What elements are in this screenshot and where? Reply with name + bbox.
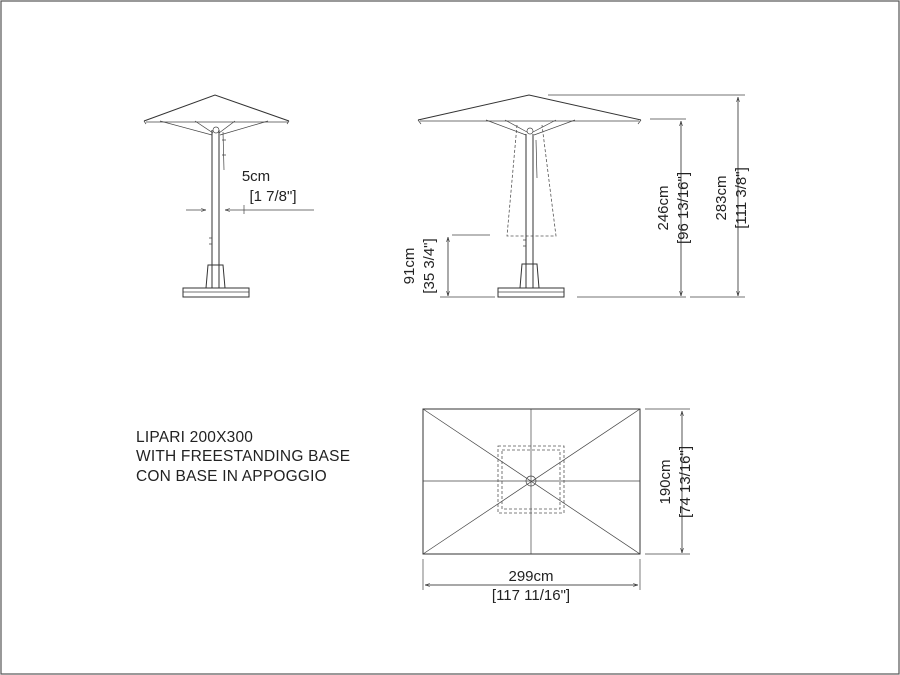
canopy-width-imperial: [117 11/16"] <box>492 587 570 604</box>
total-height-metric: 283cm <box>713 175 730 220</box>
model-subtitle-en: WITH FREESTANDING BASE <box>136 448 350 465</box>
canopy-depth-metric: 190cm <box>657 459 674 504</box>
canopy-depth-imperial: [74 13/16"] <box>677 446 694 518</box>
model-subtitle-it: CON BASE IN APPOGGIO <box>136 468 327 485</box>
clear-height-imperial: [96 13/16"] <box>675 172 692 244</box>
clear-height-metric: 246cm <box>655 185 672 230</box>
pole-diameter-metric: 5cm <box>242 168 270 185</box>
total-height-imperial: [111 3/8"] <box>733 167 750 228</box>
pole-diameter-imperial: [1 7/8"] <box>249 188 296 205</box>
side-view-wide <box>417 94 745 298</box>
base-height-metric: 91cm <box>401 248 418 285</box>
base-height-imperial: [35 3/4"] <box>421 238 438 293</box>
model-name: LIPARI 200X300 <box>136 429 253 446</box>
canopy-width-metric: 299cm <box>508 568 553 585</box>
side-view-narrow <box>143 94 314 298</box>
top-view <box>422 408 690 590</box>
